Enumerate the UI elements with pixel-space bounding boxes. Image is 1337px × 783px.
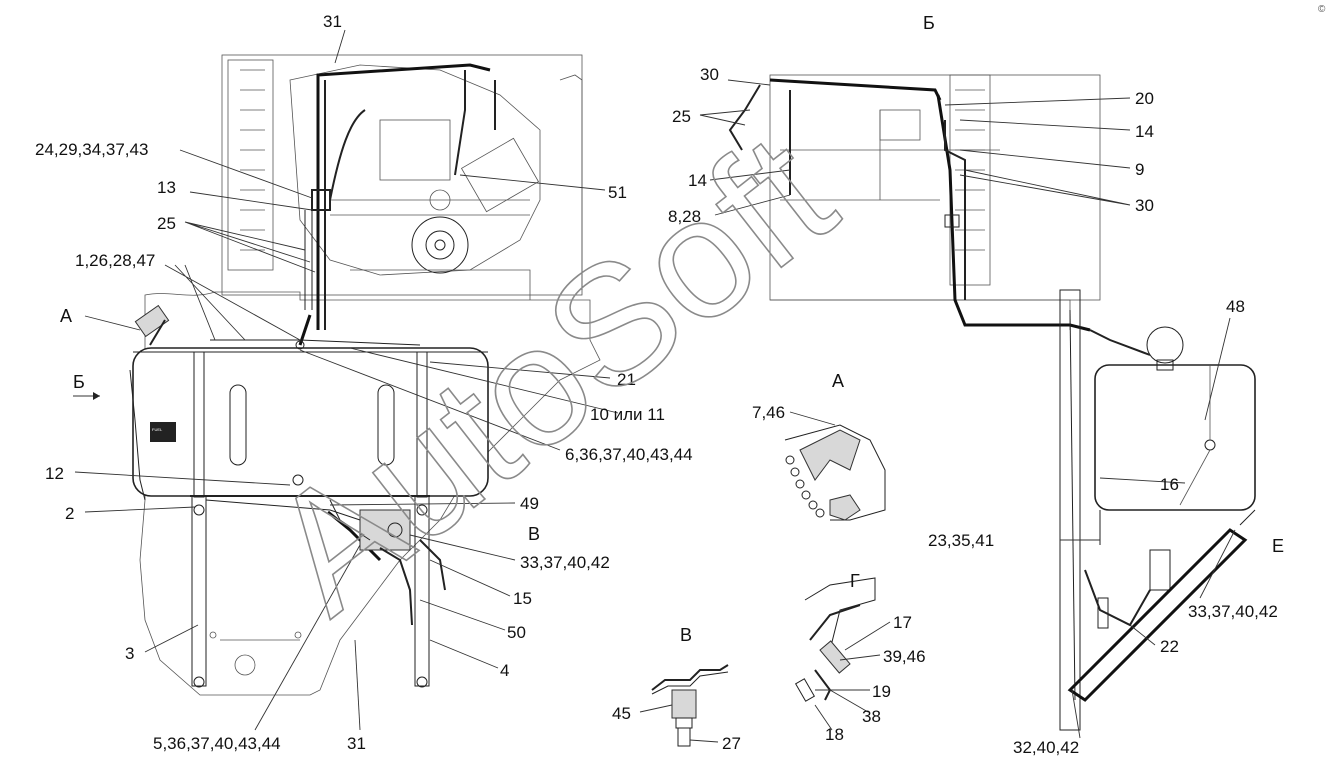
callout-16: 16 xyxy=(1160,475,1179,494)
callout-23: 23,35,41 xyxy=(928,531,994,550)
callout-12: 12 xyxy=(45,464,64,483)
callout-27: 27 xyxy=(722,734,741,753)
detail-v xyxy=(651,664,729,747)
callout-31-top: 31 xyxy=(323,12,342,31)
callout-51: 51 xyxy=(608,183,627,202)
callout-25-right: 25 xyxy=(672,107,691,126)
callout-30-right: 30 xyxy=(1135,196,1154,215)
callout-4: 4 xyxy=(500,661,509,680)
view-label-e: Е xyxy=(1272,536,1284,556)
callout-33-right: 33,37,40,42 xyxy=(1188,602,1278,621)
callout-1: 1,26,28,47 xyxy=(75,251,155,270)
callout-17: 17 xyxy=(893,613,912,632)
callout-14-left: 14 xyxy=(688,171,707,190)
callout-6: 6,36,37,40,43,44 xyxy=(565,445,693,464)
view-label-a-detail: А xyxy=(832,371,844,391)
callout-49: 49 xyxy=(520,494,539,513)
callout-33-left: 33,37,40,42 xyxy=(520,553,610,572)
view-label-v-left: В xyxy=(528,524,540,544)
callout-3: 3 xyxy=(125,644,134,663)
callout-31-bottom: 31 xyxy=(347,734,366,753)
callout-2: 2 xyxy=(65,504,74,523)
svg-text:FUEL: FUEL xyxy=(152,427,163,432)
view-label-b-arrow: Б xyxy=(73,372,85,392)
engine-block xyxy=(221,54,583,300)
callout-5: 5,36,37,40,43,44 xyxy=(153,734,281,753)
view-label-v-detail: В xyxy=(680,625,692,645)
callout-30-top: 30 xyxy=(700,65,719,84)
callout-25-left: 25 xyxy=(157,214,176,233)
callout-38: 38 xyxy=(862,707,881,726)
callout-14-right: 14 xyxy=(1135,122,1154,141)
callout-22: 22 xyxy=(1160,637,1179,656)
callout-13: 13 xyxy=(157,178,176,197)
callout-24: 24,29,34,37,43 xyxy=(35,140,148,159)
valve-assembly-left xyxy=(327,499,446,626)
fuel-tank-left: FUEL xyxy=(132,304,489,498)
detail-a xyxy=(784,424,886,521)
callout-21: 21 xyxy=(617,370,636,389)
callout-45: 45 xyxy=(612,704,631,723)
right-view-b xyxy=(728,74,1256,731)
callout-39: 39,46 xyxy=(883,647,926,666)
callout-20: 20 xyxy=(1135,89,1154,108)
callout-48: 48 xyxy=(1226,297,1245,316)
view-label-g: Г xyxy=(850,571,860,591)
callout-10: 10 или 11 xyxy=(590,405,665,424)
view-label-a-left: А xyxy=(60,306,72,326)
callout-7: 7,46 xyxy=(752,403,785,422)
mount-frame-left xyxy=(191,495,430,688)
callout-50: 50 xyxy=(507,623,526,642)
fuel-lines-left xyxy=(298,63,496,346)
callout-18: 18 xyxy=(825,725,844,744)
callout-32: 32,40,42 xyxy=(1013,738,1079,757)
callout-19: 19 xyxy=(872,682,891,701)
fuel-tank-right xyxy=(1094,326,1256,591)
callout-15: 15 xyxy=(513,589,532,608)
detail-g xyxy=(794,577,876,702)
left-main-view: FUEL xyxy=(129,54,601,696)
callout-9: 9 xyxy=(1135,160,1144,179)
callout-8: 8,28 xyxy=(668,207,701,226)
view-label-b-top: Б xyxy=(923,13,935,33)
corner-mark: © xyxy=(1318,4,1326,15)
leader-lines xyxy=(73,29,1236,743)
